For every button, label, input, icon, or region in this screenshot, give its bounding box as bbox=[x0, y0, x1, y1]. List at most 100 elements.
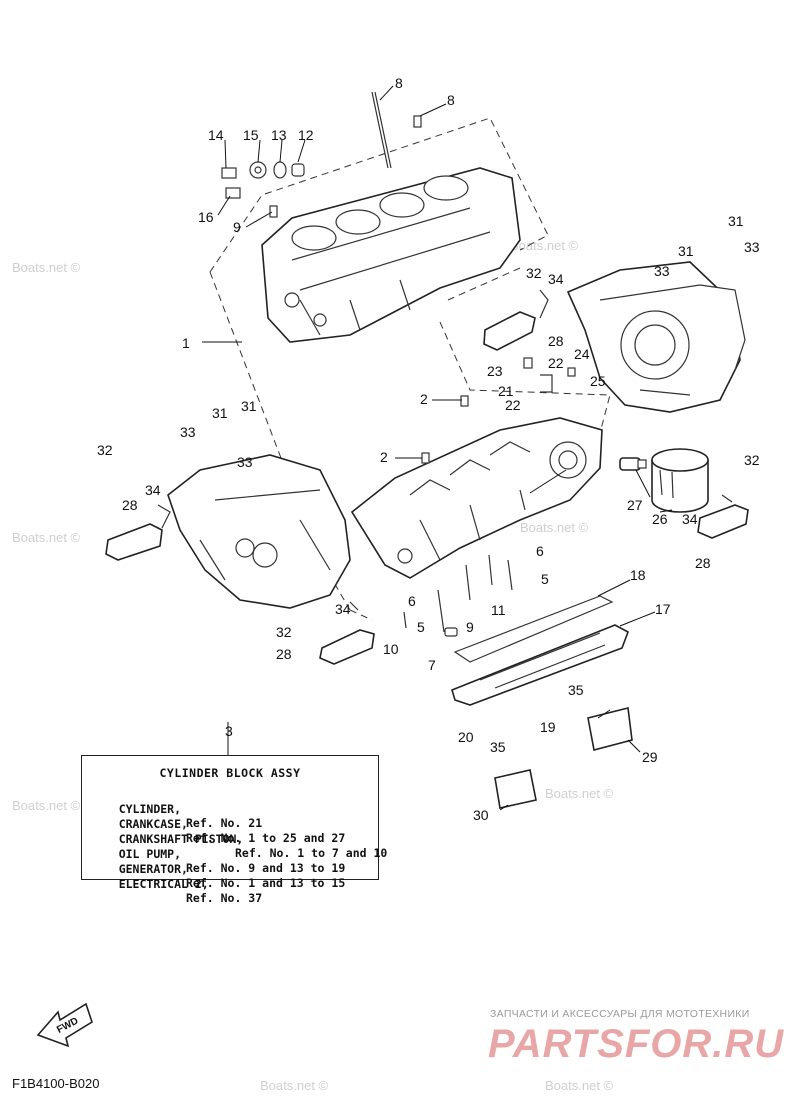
callout-20: 20 bbox=[458, 729, 474, 745]
watermark: Boats.net © bbox=[260, 1078, 329, 1093]
callout-31: 31 bbox=[212, 405, 228, 421]
callout-6: 6 bbox=[408, 593, 416, 609]
callout-9: 9 bbox=[466, 619, 474, 635]
watermark: Boats.net © bbox=[545, 1078, 614, 1093]
callout-23: 23 bbox=[487, 363, 503, 379]
generator-cover-left bbox=[167, 454, 351, 609]
callout-7: 7 bbox=[428, 657, 436, 673]
watermarks: Boats.net © Boats.net © Boats.net © Boat… bbox=[12, 238, 614, 1093]
callout-19: 19 bbox=[540, 719, 556, 735]
callout-31: 31 bbox=[678, 243, 694, 259]
assy-row-name: CRANKCASE, bbox=[118, 817, 188, 831]
callout-1: 1 bbox=[182, 335, 190, 351]
callout-29: 29 bbox=[642, 749, 658, 765]
callout-32: 32 bbox=[97, 442, 113, 458]
oil-pan-cover bbox=[451, 624, 629, 706]
assy-row-name: ELECTRICAL 2, bbox=[118, 877, 209, 891]
gasket bbox=[453, 595, 614, 663]
fwd-arrow-icon: FWD bbox=[36, 1002, 93, 1048]
callout-33: 33 bbox=[744, 239, 760, 255]
assy-row-name: GENERATOR, bbox=[118, 862, 188, 876]
callout-32: 32 bbox=[276, 624, 292, 640]
callouts: 8 8 14 15 13 12 16 9 1 2 2 31 31 33 33 3… bbox=[97, 75, 760, 823]
drawing-code: F1B4100-B020 bbox=[12, 1076, 100, 1091]
callout-11: 11 bbox=[491, 602, 506, 618]
brand-logo: PARTSFOR.RU bbox=[488, 1022, 785, 1066]
small-hardware bbox=[221, 161, 305, 199]
generator-cover-right bbox=[566, 261, 746, 413]
oil-filter bbox=[651, 448, 709, 513]
callout-2: 2 bbox=[380, 449, 388, 465]
callout-35: 35 bbox=[568, 682, 584, 698]
callout-22: 22 bbox=[505, 397, 521, 413]
brand-caption: ЗАПЧАСТИ И АКСЕССУАРЫ ДЛЯ МОТОТЕХНИКИ bbox=[490, 1008, 750, 1020]
watermark: Boats.net © bbox=[12, 798, 81, 813]
fitting bbox=[619, 457, 647, 471]
callout-32: 32 bbox=[744, 452, 760, 468]
assy-row: CYLINDER, Ref. No. 21 bbox=[91, 788, 262, 844]
callout-33: 33 bbox=[237, 454, 253, 470]
assy-row-ref: Ref. No. 1 to 25 and 27 bbox=[186, 831, 346, 845]
callout-8: 8 bbox=[447, 92, 455, 108]
callout-28: 28 bbox=[695, 555, 711, 571]
assy-row-ref: Ref. No. 37 bbox=[186, 891, 263, 905]
callout-14: 15 bbox=[243, 127, 259, 143]
callout-34: 34 bbox=[145, 482, 161, 498]
assy-row: OIL PUMP, Ref. No. 9 and 13 to 19 bbox=[91, 833, 346, 889]
assy-title: CYLINDER BLOCK ASSY bbox=[159, 766, 301, 780]
callout-18: 18 bbox=[630, 567, 646, 583]
callout-28: 28 bbox=[276, 646, 292, 662]
callout-5: 5 bbox=[417, 619, 425, 635]
bolts bbox=[269, 91, 576, 637]
assy-row-name: OIL PUMP, bbox=[118, 847, 182, 861]
callout-26: 26 bbox=[652, 511, 668, 527]
callout-21: 21 bbox=[498, 383, 514, 399]
callout-34: 34 bbox=[335, 601, 351, 617]
callout-6: 6 bbox=[536, 543, 544, 559]
crankcase bbox=[350, 417, 603, 579]
callout-2: 2 bbox=[420, 391, 428, 407]
callout-12: 12 bbox=[298, 127, 314, 143]
watermark: Boats.net © bbox=[510, 238, 579, 253]
callout-13: 13 bbox=[271, 127, 287, 143]
assy-row-name: CYLINDER, bbox=[118, 802, 182, 816]
callout-31: 31 bbox=[241, 398, 257, 414]
assy-reference-table: CYLINDER BLOCK ASSY CYLINDER, Ref. No. 2… bbox=[81, 755, 388, 905]
callout-3: 3 bbox=[225, 723, 233, 739]
cylinder-block bbox=[261, 167, 521, 343]
callout-22: 22 bbox=[548, 355, 564, 371]
assy-row-ref: Ref. No. 9 and 13 to 19 bbox=[186, 861, 346, 875]
callout-28: 28 bbox=[122, 497, 138, 513]
callout-24: 24 bbox=[574, 346, 590, 362]
callout-25: 25 bbox=[590, 373, 606, 389]
assy-row: CRANKSHAFT PISTON, Ref. No. 1 to 7 and 1… bbox=[91, 818, 388, 874]
assy-row-ref: Ref. No. 1 to 7 and 10 bbox=[235, 846, 388, 860]
watermark: Boats.net © bbox=[520, 520, 589, 535]
callout-17: 17 bbox=[655, 601, 671, 617]
callout-35: 35 bbox=[490, 739, 506, 755]
callout-33: 33 bbox=[180, 424, 196, 440]
callout-15: 14 bbox=[208, 127, 224, 143]
watermark: Boats.net © bbox=[545, 786, 614, 801]
leader-lines bbox=[202, 85, 673, 811]
assy-row-ref: Ref. No. 1 and 13 to 15 bbox=[186, 876, 346, 890]
callout-33: 33 bbox=[654, 263, 670, 279]
callout-16: 16 bbox=[198, 209, 214, 225]
callout-27: 27 bbox=[627, 497, 643, 513]
assy-row: ELECTRICAL 2, Ref. No. 37 bbox=[91, 863, 262, 919]
watermark: Boats.net © bbox=[12, 530, 81, 545]
callout-30: 30 bbox=[473, 807, 489, 823]
callout-32: 32 bbox=[526, 265, 542, 281]
callout-34: 34 bbox=[548, 271, 564, 287]
mounts bbox=[105, 289, 749, 809]
assy-row-name: CRANKSHAFT PISTON, bbox=[118, 832, 244, 846]
assy-row-ref: Ref. No. 21 bbox=[186, 816, 263, 830]
callout-28: 28 bbox=[548, 333, 564, 349]
assy-row: GENERATOR, Ref. No. 1 and 13 to 15 bbox=[91, 848, 346, 904]
callout-5: 5 bbox=[541, 571, 549, 587]
callout-8: 9 bbox=[233, 219, 241, 235]
callout-10: 10 bbox=[383, 641, 399, 657]
watermark: Boats.net © bbox=[12, 260, 81, 275]
assy-row: CRANKCASE, Ref. No. 1 to 25 and 27 bbox=[91, 803, 346, 859]
